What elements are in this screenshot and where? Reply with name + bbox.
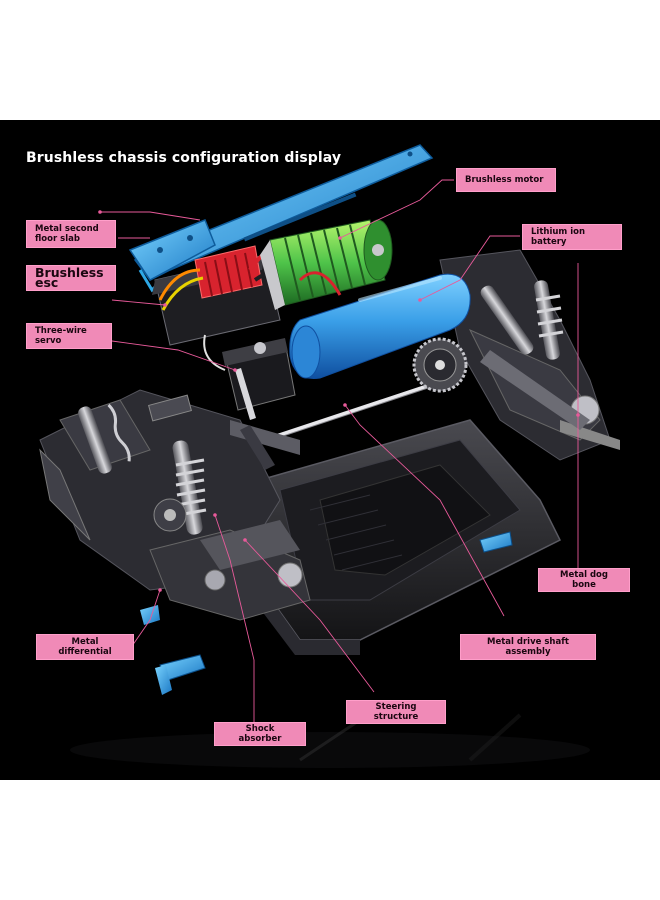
label-shock-absorber: Shock absorber <box>214 722 306 746</box>
rear-shock-right <box>534 280 564 360</box>
label-brushless-motor: Brushless motor <box>456 168 556 192</box>
leader-dots <box>98 210 580 592</box>
label-metal-second-floor-slab-line2: floor slab <box>35 234 80 244</box>
leader-lines <box>100 179 579 732</box>
brushless-motor <box>260 219 393 310</box>
label-metal-differential: Metal differential <box>36 634 134 660</box>
rear-shock-left <box>480 285 534 355</box>
front-shock-right <box>172 440 207 535</box>
label-brushless-esc-text: Brushless esc <box>35 265 104 290</box>
label-three-wire-servo-text: Three-wire servo <box>35 326 87 346</box>
floor-reflection <box>70 713 590 768</box>
lithium-ion-battery <box>289 271 471 380</box>
front-shock-left <box>78 403 131 474</box>
label-metal-second-floor-slab: Metal second floor slab <box>26 220 116 248</box>
label-lithium-ion-battery-text: Lithium ion battery <box>531 227 586 247</box>
rear-suspension <box>439 249 620 461</box>
spur-gear <box>412 337 468 393</box>
label-brushless-motor-text: Brushless motor <box>465 175 544 185</box>
diagram-title: Brushless chassis configuration display <box>26 150 342 166</box>
label-metal-dog-bone: Metal dog bone <box>538 568 630 592</box>
metal-dog-bone-parts <box>140 531 513 695</box>
label-metal-drive-shaft-assembly: Metal drive shaft assembly <box>460 634 596 660</box>
label-lithium-ion-battery: Lithium ion battery <box>522 224 622 250</box>
label-shock-absorber-text: Shock absorber <box>238 724 282 744</box>
chassis-illustration <box>39 144 620 768</box>
label-steering-structure: Steering structure <box>346 700 446 724</box>
metal-second-floor-slab <box>128 144 434 293</box>
label-three-wire-servo: Three-wire servo <box>26 323 112 349</box>
diagram-panel: Brushless chassis configuration display … <box>0 120 660 780</box>
drive-shaft <box>263 380 442 443</box>
label-metal-drive-shaft-assembly-text: Metal drive shaft assembly <box>487 637 569 657</box>
label-metal-dog-bone-text: Metal dog bone <box>560 570 608 590</box>
label-steering-structure-text: Steering structure <box>373 702 419 722</box>
label-brushless-esc: Brushless esc <box>26 265 116 291</box>
label-metal-differential-text: Metal differential <box>58 637 112 657</box>
three-wire-servo <box>203 334 296 420</box>
label-metal-second-floor-slab-line1: Metal second <box>35 224 99 234</box>
